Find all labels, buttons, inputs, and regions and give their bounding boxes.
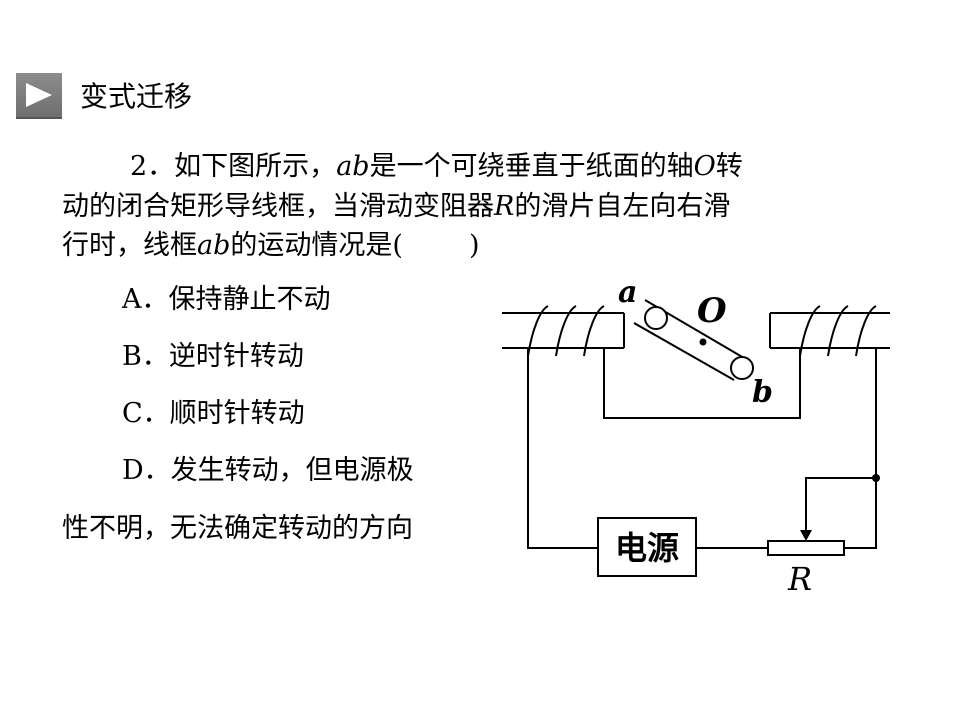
right-solenoid [769, 305, 890, 357]
right-wire [844, 348, 877, 549]
axis-dot [699, 338, 707, 346]
left-wire [527, 348, 598, 549]
power-label: 电源 [615, 529, 679, 567]
question-text: 2．如下图所示，ab是一个可绕垂直于纸面的轴O转 动的闭合矩形导线框，当滑动变阻… [62, 151, 743, 261]
section-title: 变式迁移 [80, 80, 193, 113]
left-solenoid [502, 305, 625, 357]
slider-arrow [800, 530, 812, 541]
rotating-frame-ab [633, 299, 754, 381]
connecting-wire [603, 348, 801, 419]
question-number: 2 [130, 151, 148, 182]
option-c: C．顺时针转动 [122, 398, 305, 429]
label-a: a [618, 275, 637, 310]
section-marker [16, 73, 62, 119]
option-b: B．逆时针转动 [122, 341, 304, 372]
play-triangle-icon [26, 83, 52, 107]
slider-wire [805, 477, 876, 532]
label-O: O [697, 291, 727, 331]
option-a: A．保持静止不动 [122, 284, 331, 315]
junction-dot [872, 474, 880, 482]
option-d: D．发生转动，但电源极 [122, 455, 414, 486]
power-source [597, 517, 697, 577]
label-b: b [752, 375, 773, 410]
option-d-continued: 性不明，无法确定转动的方向 [62, 513, 413, 544]
circuit-diagram: a O b 电源 R [502, 275, 890, 598]
rheostat-R [767, 540, 845, 556]
resistor-label: R [787, 560, 812, 598]
